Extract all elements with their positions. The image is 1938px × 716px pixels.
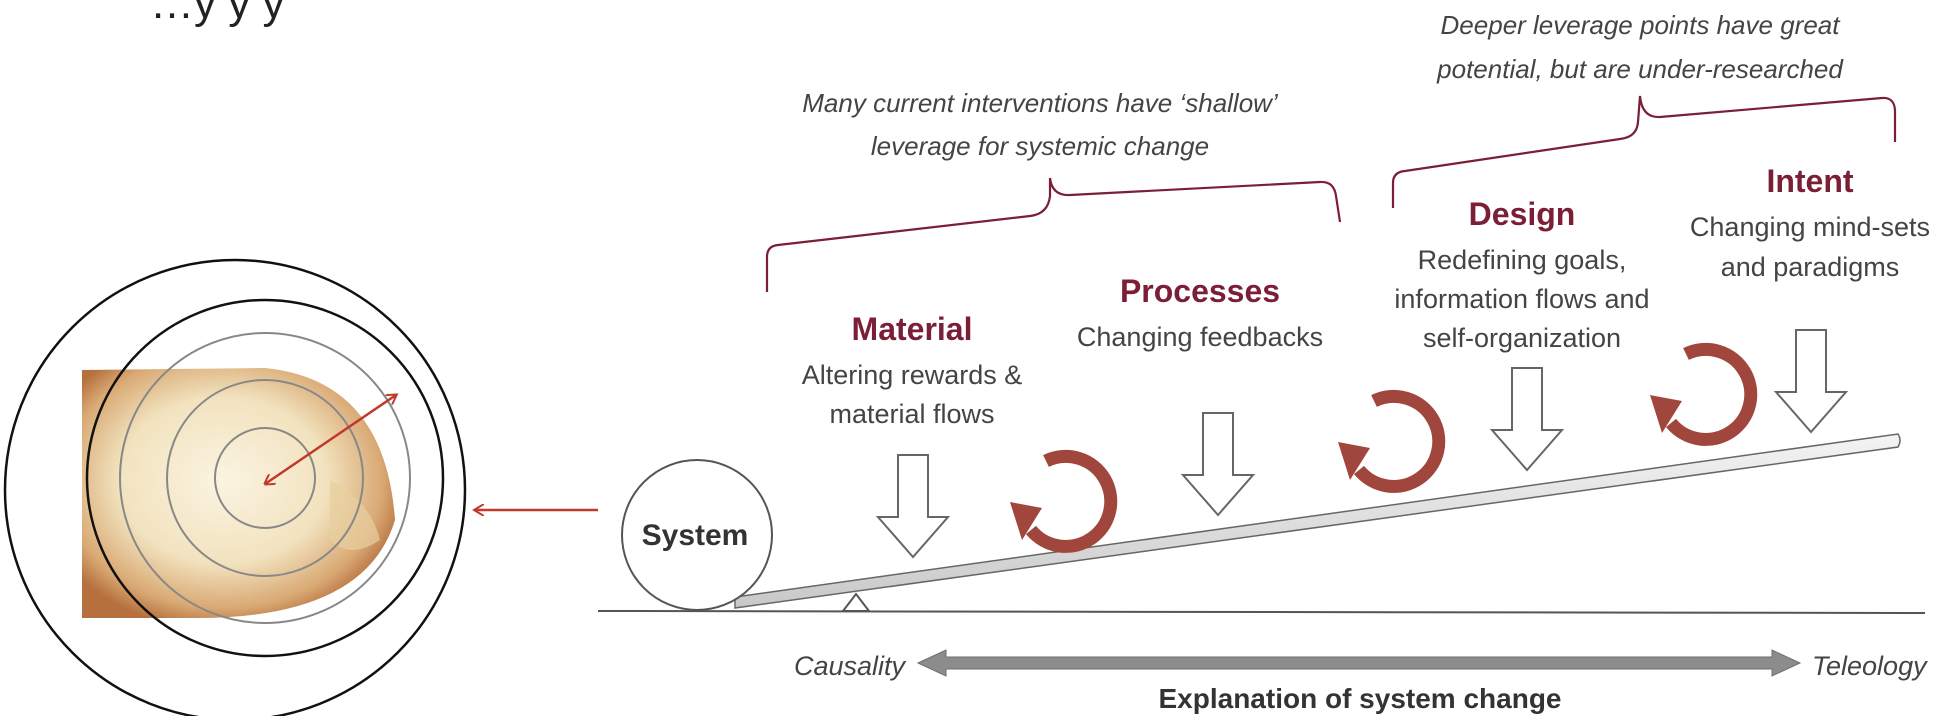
feedback-loop-icon-3 [1650, 342, 1758, 446]
intent-desc-line2: and paradigms [1721, 252, 1900, 282]
intent-desc-line1: Changing mind-sets [1690, 212, 1930, 242]
intent-title: Intent [1766, 163, 1853, 199]
inner-ring-1 [119, 332, 411, 624]
deep-note-line1: Deeper leverage points have great [1441, 10, 1842, 40]
design-desc-line2: information flows and [1394, 284, 1649, 314]
design-desc-line1: Redefining goals, [1418, 245, 1627, 275]
leverage-point-intent: Intent Changing mind-sets and paradigms [1690, 163, 1930, 282]
middle-ring [85, 298, 445, 658]
shallow-note-line1: Many current interventions have ‘shallow… [802, 88, 1279, 118]
axis-right-label: Teleology [1812, 651, 1928, 681]
depth-arrow-icon [265, 395, 396, 484]
onion-diagram [3, 258, 467, 716]
shallow-bracket [765, 177, 1342, 292]
shallow-note-line2: leverage for systemic change [871, 131, 1209, 161]
causality-teleology-axis-arrow [916, 649, 1802, 677]
fulcrum-icon [840, 592, 872, 612]
leverage-point-design: Design Redefining goals, information flo… [1394, 196, 1649, 353]
down-arrow-icon-material [875, 454, 951, 559]
outer-ring [3, 258, 467, 716]
design-desc-line3: self-organization [1423, 323, 1621, 353]
deep-note-line2: potential, but are under-researched [1436, 54, 1844, 84]
page-title-partial: …y y y [150, 0, 284, 28]
processes-title: Processes [1120, 273, 1280, 309]
ground-line [597, 610, 1926, 614]
feedback-loop-icon-1 [1010, 449, 1118, 553]
processes-desc-line1: Changing feedbacks [1077, 322, 1323, 352]
system-label: System [642, 519, 749, 552]
design-title: Design [1469, 196, 1576, 232]
leverage-point-material: Material Altering rewards & material flo… [802, 311, 1023, 429]
axis-caption: Explanation of system change [1159, 683, 1562, 714]
material-desc-line1: Altering rewards & [802, 360, 1023, 390]
axis-left-label: Causality [794, 651, 907, 681]
down-arrow-icon-intent [1773, 329, 1849, 434]
lever-board [734, 433, 1901, 609]
material-title: Material [852, 311, 973, 347]
down-arrow-icon-design [1489, 367, 1565, 472]
leverage-point-processes: Processes Changing feedbacks [1077, 273, 1323, 352]
deep-bracket [1391, 95, 1897, 208]
feedback-loop-icon-2 [1338, 389, 1446, 493]
down-arrow-icon-processes [1180, 412, 1256, 517]
material-desc-line2: material flows [829, 399, 994, 429]
system-ball [621, 459, 773, 611]
